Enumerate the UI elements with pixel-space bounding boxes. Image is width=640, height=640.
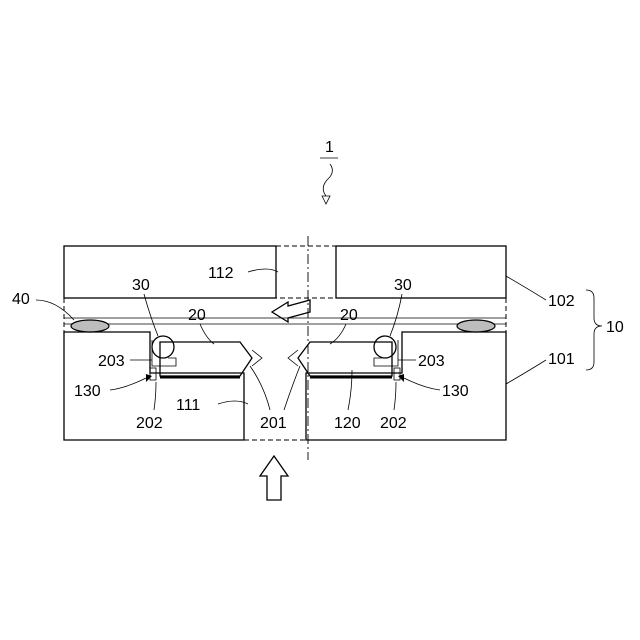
ball-left (152, 336, 174, 358)
brace-10 (586, 290, 602, 370)
label-device-arrowhead (322, 196, 330, 204)
valve-body-right (298, 342, 392, 376)
ball-right (374, 336, 396, 358)
seal-left (71, 320, 109, 332)
leader-202-right (394, 382, 396, 410)
label-120: 120 (334, 415, 361, 432)
label-130-right: 130 (442, 383, 469, 400)
leader-201-left (250, 366, 270, 410)
label-101: 101 (548, 351, 575, 368)
leader-30-left (144, 294, 158, 336)
leader-20-left (200, 324, 214, 344)
upper-plate-left (64, 246, 276, 298)
leader-130-left (110, 378, 146, 390)
arrowhead-130-right (398, 374, 404, 382)
label-30-left: 30 (132, 277, 150, 294)
upper-plate-right (336, 246, 506, 298)
seal-right (457, 320, 495, 332)
label-111: 111 (176, 397, 200, 414)
tip-right (288, 350, 298, 366)
label-202-left: 202 (136, 415, 163, 432)
label-device: 1 (325, 139, 334, 156)
leader-102 (506, 276, 546, 300)
label-102: 102 (548, 293, 575, 310)
leader-40 (36, 300, 74, 320)
label-20-left: 20 (188, 307, 206, 324)
leader-112 (248, 269, 278, 272)
leader-202-left (154, 382, 156, 410)
leader-201-right (284, 366, 300, 410)
label-112: 112 (208, 265, 234, 282)
arrowhead-130-left (146, 374, 152, 382)
inflow-arrow-up-icon (260, 456, 288, 500)
groove-left (150, 368, 156, 380)
label-40: 40 (12, 291, 30, 308)
label-130-left: 130 (74, 383, 101, 400)
leader-20-right (330, 324, 346, 344)
tip-left (252, 350, 262, 366)
leader-101 (506, 360, 546, 384)
label-30-right: 30 (394, 277, 412, 294)
leader-30-right (390, 294, 402, 336)
label-20-right: 20 (340, 307, 358, 324)
label-203-right: 203 (418, 353, 445, 370)
leader-130-right (404, 378, 440, 390)
label-10: 10 (606, 319, 624, 336)
groove-right (394, 368, 400, 380)
flow-arrow-left-icon (272, 300, 310, 322)
label-201: 201 (260, 415, 287, 432)
label-device-leader (323, 164, 332, 196)
label-202-right: 202 (380, 415, 407, 432)
label-203-left: 203 (98, 353, 125, 370)
